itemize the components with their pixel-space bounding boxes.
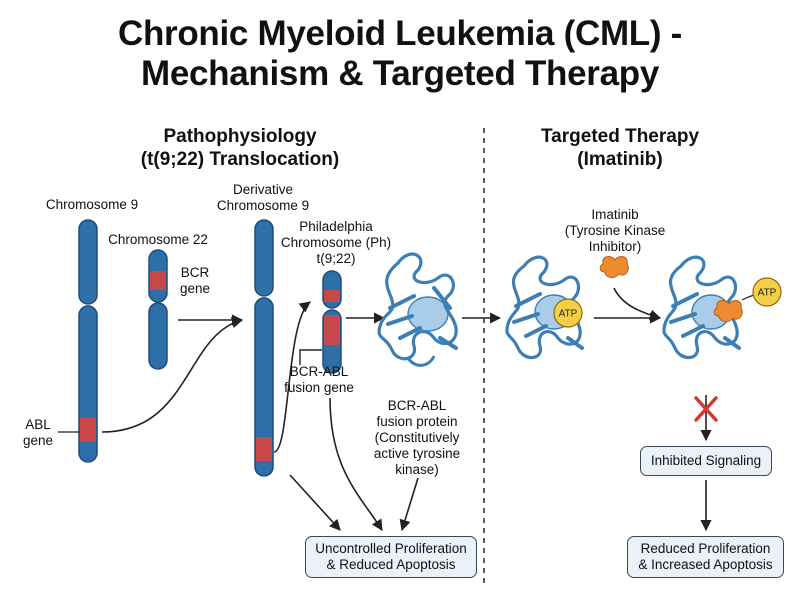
reduced-proliferation-box: Reduced Proliferation & Increased Apopto…	[627, 536, 784, 578]
pathophysiology-title-line-2: (t(9;22) Translocation)	[140, 149, 340, 170]
imatinib-label-line-1: Imatinib	[591, 207, 639, 222]
imatinib-label-line-2: (Tyrosine Kinase	[564, 223, 666, 238]
fusion-protein-label: BCR-ABL fusion protein (Constitutively a…	[362, 398, 472, 478]
philadelphia-chromosome	[322, 270, 342, 374]
bcr-abl-protein-icon	[377, 252, 458, 367]
ph-label-line-1: Philadelphia	[299, 219, 373, 234]
fusion-protein-label-line-3: (Constitutively	[374, 430, 460, 445]
inhibited-signaling-text: Inhibited Signaling	[650, 453, 762, 468]
ph-label-line-3: t(9;22)	[316, 251, 356, 266]
abl-gene-band	[80, 418, 96, 442]
page-title: Chronic Myeloid Leukemia (CML) - Mechani…	[0, 14, 800, 94]
title-line-2: Mechanism & Targeted Therapy	[140, 54, 660, 93]
chromosome-22-label: Chromosome 22	[108, 232, 208, 247]
fusion-gene-pointer	[299, 349, 322, 365]
inhibition-x-icon	[694, 396, 718, 422]
fusion-gene-label: BCR-ABL fusion gene	[274, 364, 364, 396]
chromosome-22	[148, 249, 168, 370]
arrow-derivative-to-outcome	[289, 474, 341, 531]
derivative-chromosome-label: Derivative Chromosome 9	[208, 182, 318, 214]
derivative-chromosome-9	[254, 219, 274, 477]
targeted-therapy-title: Targeted Therapy (Imatinib)	[520, 125, 720, 171]
chromosome-9	[78, 219, 98, 463]
chromosome-9-label: Chromosome 9	[45, 197, 139, 212]
pathophysiology-title: Pathophysiology (t(9;22) Translocation)	[130, 125, 350, 171]
uncontrolled-line-1: Uncontrolled Proliferation	[315, 541, 467, 556]
imatinib-label: Imatinib (Tyrosine Kinase Inhibitor)	[555, 207, 675, 255]
imatinib-molecule-icon	[599, 256, 629, 279]
inhibited-signaling-box: Inhibited Signaling	[640, 446, 772, 476]
atp-label-1: ATP	[559, 309, 578, 320]
bcr-gene-band	[150, 271, 166, 290]
reduced-line-2: & Increased Apoptosis	[638, 557, 773, 572]
abl-gene-label-line-2: gene	[22, 433, 54, 448]
fusion-protein-label-line-1: BCR-ABL	[387, 398, 447, 413]
arrow-abl-to-derivative	[101, 317, 244, 433]
bcr-gene-label-line-2: gene	[179, 281, 211, 296]
displaced-atp-icon: ATP	[741, 277, 782, 307]
uncontrolled-line-2: & Reduced Apoptosis	[326, 557, 456, 572]
derivative-label-line-1: Derivative	[232, 182, 294, 197]
atp-label-2: ATP	[758, 288, 777, 299]
fusion-protein-label-line-2: fusion protein	[376, 414, 458, 429]
fusion-protein-label-line-4: active tyrosine	[373, 446, 461, 461]
fusion-protein-label-line-5: kinase)	[395, 462, 439, 477]
arrow-derivative-to-ph	[273, 301, 311, 453]
abl-gene-label: ABL gene	[18, 417, 58, 449]
arrow-protein-to-outcome	[399, 477, 419, 532]
bcr-gene-label: BCR gene	[170, 265, 220, 297]
uncontrolled-proliferation-box: Uncontrolled Proliferation & Reduced Apo…	[305, 536, 477, 578]
kinase-atp-protein-icon: ATP	[505, 255, 584, 360]
ph-label-line-2: Chromosome (Ph)	[280, 235, 392, 250]
imatinib-label-line-3: Inhibitor)	[588, 239, 642, 254]
targeted-therapy-title-line-1: Targeted Therapy	[540, 126, 700, 147]
title-line-1: Chronic Myeloid Leukemia (CML) -	[117, 14, 683, 53]
reduced-line-1: Reduced Proliferation	[640, 541, 771, 556]
bcr-gene-label-line-1: BCR	[180, 265, 210, 280]
arrow-fusion-gene-to-outcome	[329, 397, 383, 531]
inhibited-protein-icon	[662, 255, 743, 360]
derivative-label-line-2: Chromosome 9	[216, 198, 310, 213]
philadelphia-chromosome-label: Philadelphia Chromosome (Ph) t(9;22)	[276, 219, 396, 267]
fusion-gene-label-line-1: BCR-ABL	[289, 364, 349, 379]
abl-gene-label-line-1: ABL	[25, 417, 51, 432]
targeted-therapy-title-line-2: (Imatinib)	[577, 149, 663, 170]
pathophysiology-title-line-1: Pathophysiology	[163, 126, 317, 147]
fusion-gene-label-line-2: fusion gene	[284, 380, 354, 395]
